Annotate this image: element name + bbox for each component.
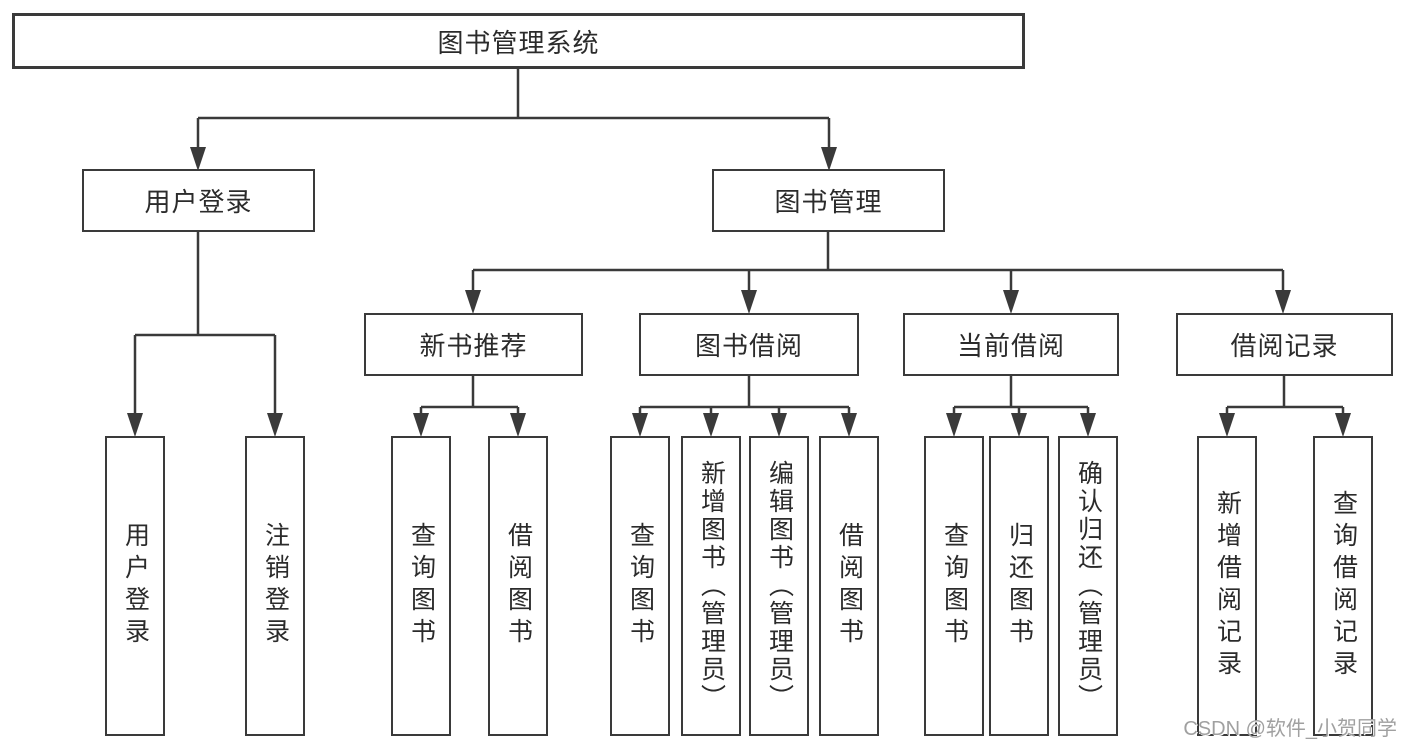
- leaf-query-borrow-record: 查询借阅记录: [1313, 436, 1373, 736]
- node-root: 图书管理系统: [12, 13, 1025, 69]
- node-user-login: 用户登录: [82, 169, 315, 232]
- arrowhead: [841, 413, 857, 437]
- arrowhead: [946, 413, 962, 437]
- node-borrow-records: 借阅记录: [1176, 313, 1393, 376]
- arrowhead: [771, 413, 787, 437]
- arrowhead: [632, 413, 648, 437]
- node-book-management: 图书管理: [712, 169, 945, 232]
- connector-recommend-to-children: [419, 376, 520, 415]
- leaf-borrow-books: 借阅图书: [819, 436, 879, 736]
- node-current-borrow-label: 当前借阅: [956, 331, 1065, 361]
- connector-records-to-children: [1225, 376, 1345, 415]
- connector-borrow-to-children: [638, 376, 851, 415]
- arrowhead: [1003, 290, 1019, 314]
- arrowhead: [1275, 290, 1291, 314]
- arrowhead: [127, 413, 143, 437]
- arrowhead: [465, 290, 481, 314]
- leaf-current-query-books: 查询图书: [924, 436, 984, 736]
- leaf-add-borrow-record-label: 新增借阅记录: [1213, 490, 1242, 682]
- arrowhead: [1080, 413, 1096, 437]
- connector-root-to-level2: [196, 69, 831, 149]
- leaf-query-borrow-record-label: 查询借阅记录: [1329, 490, 1358, 682]
- leaf-borrow-books-label: 借阅图书: [835, 522, 864, 650]
- leaf-current-query-books-label: 查询图书: [940, 522, 969, 650]
- leaf-borrow-query-books-label: 查询图书: [626, 522, 655, 650]
- arrowhead: [1011, 413, 1027, 437]
- node-book-management-label: 图书管理: [774, 187, 883, 217]
- connector-login-to-children: [133, 232, 277, 415]
- leaf-edit-book-admin-label: 编辑图书（管理员）: [765, 460, 794, 712]
- leaf-recommend-query-books-label: 查询图书: [407, 522, 436, 650]
- leaf-add-book-admin: 新增图书（管理员）: [681, 436, 741, 736]
- arrowhead: [190, 147, 206, 171]
- arrowhead: [1335, 413, 1351, 437]
- leaf-confirm-return-admin-label: 确认归还（管理员）: [1074, 460, 1103, 712]
- leaf-add-borrow-record: 新增借阅记录: [1197, 436, 1257, 736]
- node-user-login-label: 用户登录: [144, 187, 253, 217]
- node-book-borrow: 图书借阅: [639, 313, 859, 376]
- arrowheads: [127, 147, 1351, 437]
- node-new-book-recommend-label: 新书推荐: [419, 331, 528, 361]
- leaf-confirm-return-admin: 确认归还（管理员）: [1058, 436, 1118, 736]
- leaf-user-login: 用户登录: [105, 436, 165, 736]
- leaf-recommend-borrow-books-label: 借阅图书: [504, 522, 533, 650]
- arrowhead: [413, 413, 429, 437]
- node-current-borrow: 当前借阅: [903, 313, 1119, 376]
- leaf-logout: 注销登录: [245, 436, 305, 736]
- connector-management-to-level3: [471, 232, 1285, 292]
- arrowhead: [510, 413, 526, 437]
- arrowhead: [1219, 413, 1235, 437]
- leaf-return-books: 归还图书: [989, 436, 1049, 736]
- leaf-borrow-query-books: 查询图书: [610, 436, 670, 736]
- leaf-logout-label: 注销登录: [261, 522, 290, 650]
- node-root-label: 图书管理系统: [437, 27, 600, 58]
- leaf-edit-book-admin: 编辑图书（管理员）: [749, 436, 809, 736]
- connector-current-to-children: [952, 376, 1090, 415]
- arrowhead: [703, 413, 719, 437]
- arrowhead: [267, 413, 283, 437]
- watermark: CSDN @软件_小贺同学: [1183, 718, 1397, 740]
- node-borrow-records-label: 借阅记录: [1230, 331, 1339, 361]
- leaf-add-book-admin-label: 新增图书（管理员）: [697, 460, 726, 712]
- arrowhead: [821, 147, 837, 171]
- leaf-return-books-label: 归还图书: [1005, 522, 1034, 650]
- node-new-book-recommend: 新书推荐: [364, 313, 583, 376]
- leaf-recommend-query-books: 查询图书: [391, 436, 451, 736]
- leaf-user-login-label: 用户登录: [121, 522, 150, 650]
- leaf-recommend-borrow-books: 借阅图书: [488, 436, 548, 736]
- arrowhead: [741, 290, 757, 314]
- node-book-borrow-label: 图书借阅: [694, 331, 803, 361]
